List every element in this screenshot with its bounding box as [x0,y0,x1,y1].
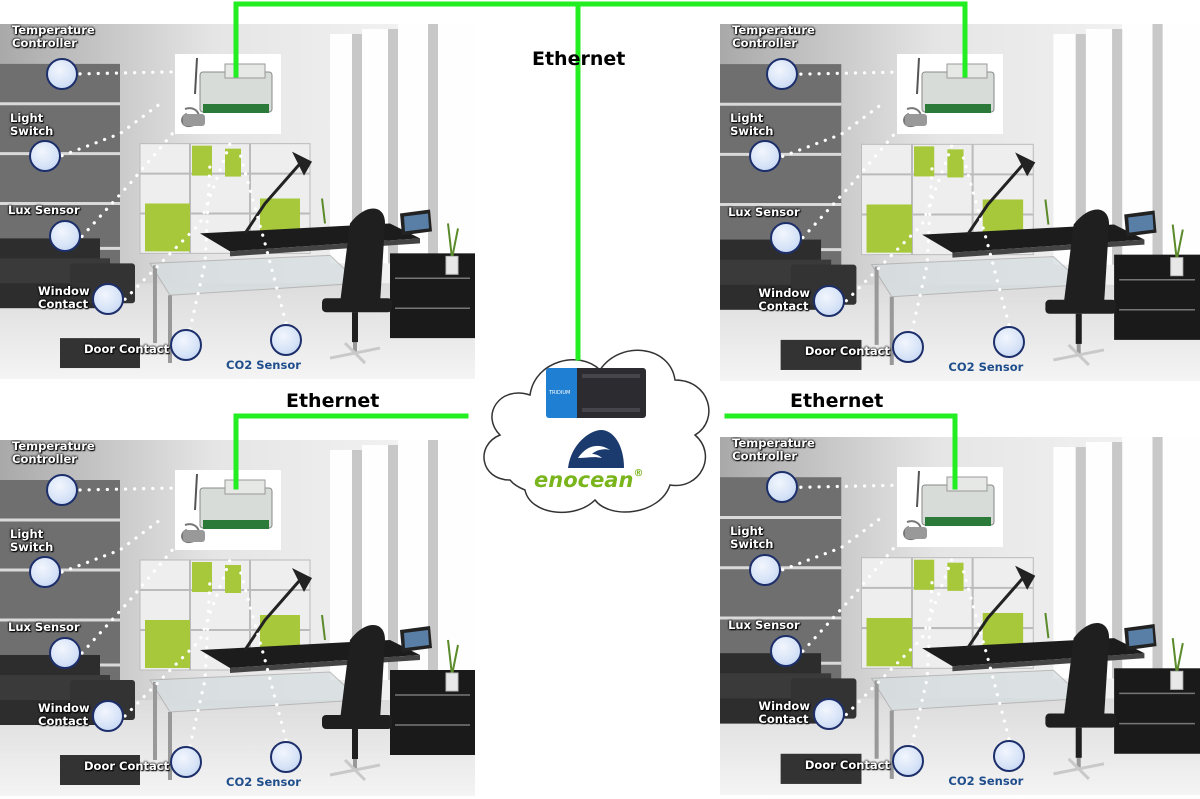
lux-sensor-node [49,637,81,669]
temperature-sensor-label: Temperature Controller [12,24,95,50]
window-sensor-label: Window Contact [758,699,810,727]
temperature-sensor-label: Temperature Controller [12,440,95,466]
office-scene [720,24,1200,381]
window-sensor-label: Window Contact [38,701,90,728]
wireless-links [781,70,1011,333]
light-sensor-node [749,140,782,173]
temperature-sensor-node [46,474,78,506]
lux-sensor-label: Lux Sensor [8,620,80,634]
co2-sensor-node [992,325,1025,358]
light-sensor-label: Light Switch [10,110,54,138]
jace-controller-device: TRIDIUM [546,368,646,418]
lux-sensor-node [769,635,802,668]
field-controller [175,470,281,550]
co2-sensor-label: CO2 Sensor [226,358,301,373]
window-sensor-label: Window Contact [38,284,90,312]
wireless-links [781,483,1011,747]
window-sensor-node [812,698,845,731]
ethernet-label-right: Ethernet [790,390,884,412]
lux-sensor-node [769,221,802,254]
lux-sensor-label: Lux Sensor [728,204,800,219]
temperature-sensor-label: Temperature Controller [732,437,815,463]
controller-device-icon [181,57,273,127]
enocean-cloud-hub: TRIDIUM enocean® [470,330,720,522]
door-sensor-label: Door Contact [804,757,890,772]
ethernet-label-left: Ethernet [286,390,380,412]
enocean-dolphin-icon [568,430,624,468]
controller-device-icon [902,58,995,128]
door-sensor-label: Door Contact [804,343,890,358]
light-sensor-node [29,556,61,588]
co2-sensor-node [270,741,302,773]
light-sensor-node [29,139,61,172]
controller-device-icon [181,473,273,544]
co2-sensor-label: CO2 Sensor [948,359,1024,374]
door-sensor-label: Door Contact [84,759,170,773]
cloud-shape [483,349,710,514]
device-brand-text: TRIDIUM [549,390,571,396]
co2-sensor-node [270,324,302,357]
controller-device-icon [902,471,995,541]
lux-sensor-label: Lux Sensor [728,618,800,633]
field-controller [896,467,1003,548]
window-sensor-node [92,700,124,732]
field-controller [896,54,1003,135]
light-sensor-label: Light Switch [730,111,774,139]
field-controller [175,53,281,134]
door-sensor-node [170,329,202,362]
window-sensor-label: Window Contact [758,285,810,313]
wireless-links [60,70,288,331]
lux-sensor-node [49,220,81,253]
light-sensor-node [749,553,782,586]
light-sensor-label: Light Switch [730,524,774,552]
wireless-links [60,486,288,748]
light-sensor-label: Light Switch [10,527,54,554]
window-sensor-node [812,284,845,317]
window-sensor-node [92,283,124,316]
door-sensor-node [891,744,924,777]
door-sensor-label: Door Contact [84,342,170,357]
door-sensor-node [170,746,202,778]
co2-sensor-label: CO2 Sensor [226,775,301,789]
office-scene [720,437,1200,795]
door-sensor-node [891,330,924,363]
enocean-logo-text: enocean® [534,468,644,492]
temperature-sensor-node [46,57,78,90]
temperature-sensor-label: Temperature Controller [732,24,815,50]
lux-sensor-label: Lux Sensor [8,203,80,218]
co2-sensor-label: CO2 Sensor [948,773,1024,788]
ethernet-label-top: Ethernet [532,48,626,70]
co2-sensor-node [992,739,1025,772]
